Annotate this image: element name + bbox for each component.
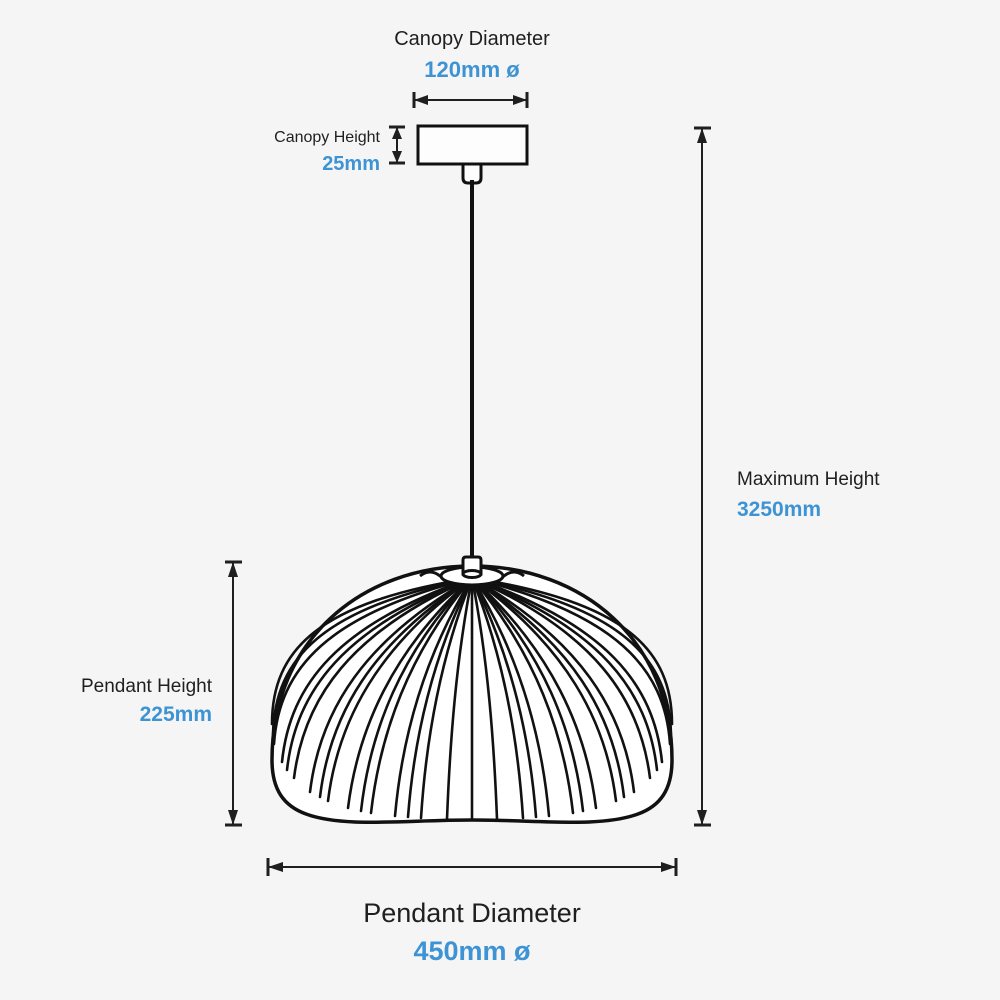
- arrow-head-left: [414, 95, 428, 105]
- pendant-diameter-label: Pendant Diameter: [363, 898, 581, 928]
- pendant-diameter-dimension-line: [266, 858, 678, 876]
- arrow-head-left: [268, 862, 283, 872]
- canopy-height-label: Canopy Height: [274, 129, 380, 146]
- pendant-shade: [270, 555, 674, 824]
- canopy-height-value: 25mm: [322, 153, 380, 175]
- maximum-height-dimension-line: [694, 126, 711, 827]
- pendant-height-dimension-line: [225, 560, 242, 827]
- shade-fitting-cap: [461, 569, 483, 579]
- arrow-head-right: [661, 862, 676, 872]
- maximum-height-label: Maximum Height: [737, 469, 880, 490]
- pendant-height-label: Pendant Height: [81, 676, 213, 697]
- canopy-height-dimension-line: [389, 125, 405, 165]
- arrow-head-down: [697, 810, 707, 825]
- pendant-height-value: 225mm: [140, 703, 212, 726]
- canopy-diameter-value: 120mm ø: [424, 57, 520, 82]
- canopy-diameter-label: Canopy Diameter: [394, 28, 550, 50]
- pendant-diameter-value: 450mm ø: [413, 936, 531, 966]
- arrow-head-up: [228, 562, 238, 577]
- canopy-body: [416, 124, 529, 166]
- arrow-head-up: [392, 127, 402, 139]
- arrow-head-right: [513, 95, 527, 105]
- arrow-head-up: [697, 128, 707, 143]
- dome-ribs: [270, 576, 674, 821]
- arrow-head-down: [228, 810, 238, 825]
- canopy-diameter-dimension-line: [412, 92, 529, 108]
- canopy-connector: [461, 162, 483, 185]
- arrow-head-down: [392, 151, 402, 163]
- maximum-height-value: 3250mm: [737, 498, 821, 521]
